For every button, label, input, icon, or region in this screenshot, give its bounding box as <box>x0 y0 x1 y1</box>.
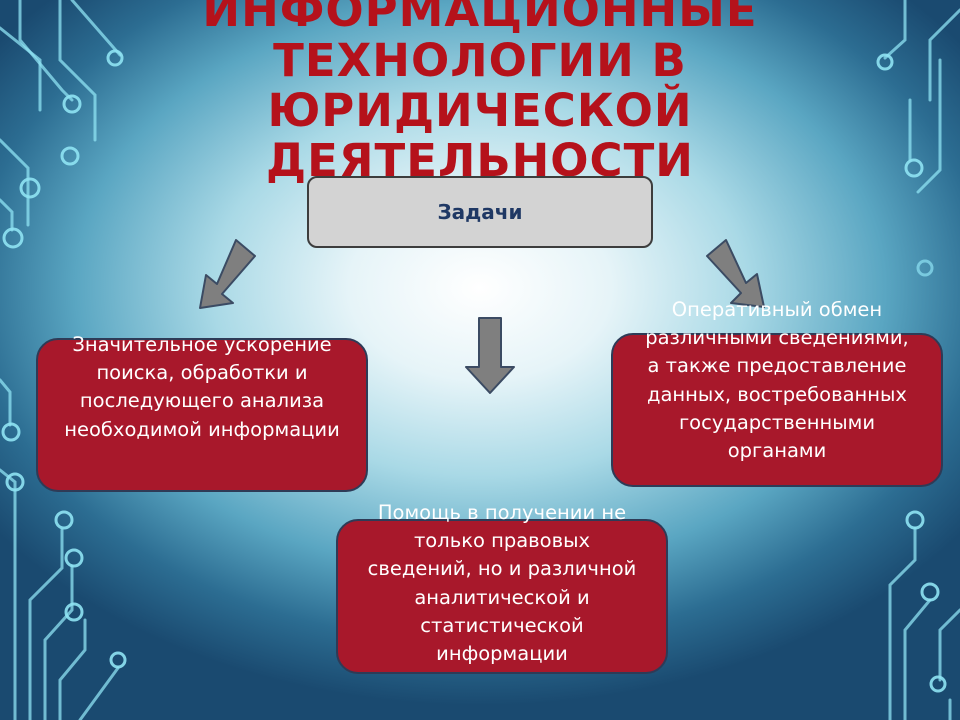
task-box-center <box>336 519 668 674</box>
tasks-label: Задачи <box>437 200 523 224</box>
task-text-left: Значительное ускорение поиска, обработки… <box>64 333 340 441</box>
arrow-left <box>199 239 256 309</box>
arrow-right <box>706 239 765 308</box>
task-text-center: Помощь в получении не только правовых св… <box>367 501 637 666</box>
tasks-box: Задачи <box>307 176 653 248</box>
arrow-center <box>465 317 515 394</box>
task-box-right <box>611 333 943 487</box>
task-text-right: Оперативный обмен различными сведениями,… <box>645 298 909 463</box>
task-box-left <box>36 338 368 492</box>
